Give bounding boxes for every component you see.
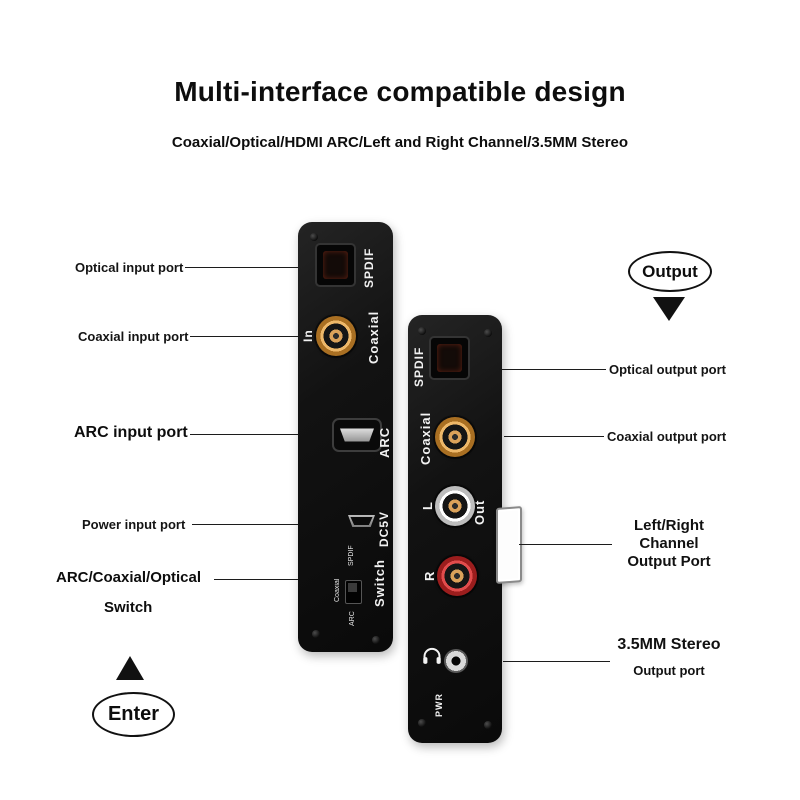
optical-output-port bbox=[429, 336, 470, 380]
switch-pos-spdif-label: SPDIF bbox=[348, 545, 355, 566]
input-panel: SPDIF In Coaxial ARC DC5V SPDIF Coaxial … bbox=[298, 222, 393, 652]
annotation-line-coaxial-input bbox=[190, 336, 298, 337]
in-label: In bbox=[301, 329, 315, 343]
label-stereo-title: 3.5MM Stereo bbox=[617, 636, 721, 653]
label-lr-line1: Left/Right bbox=[634, 517, 704, 534]
output-panel: SPDIF Coaxial L Out R PWR bbox=[408, 315, 502, 743]
headphone-icon bbox=[422, 646, 442, 670]
screw-icon bbox=[310, 233, 318, 241]
micro-usb-power-port-inner bbox=[350, 517, 373, 525]
label-lr-output: Left/Right Channel Output Port bbox=[612, 517, 726, 571]
enter-badge-label: Enter bbox=[107, 703, 160, 725]
annotation-line-power-input bbox=[192, 524, 298, 525]
coaxial-output-label: Coaxial bbox=[418, 411, 433, 465]
screw-icon bbox=[418, 719, 426, 727]
label-coaxial-input: Coaxial input port bbox=[78, 329, 189, 344]
headphone-jack bbox=[444, 649, 468, 673]
label-optical-output: Optical output port bbox=[609, 362, 726, 377]
pwr-label: PWR bbox=[434, 693, 444, 717]
label-lr-line2: Channel bbox=[639, 535, 699, 552]
label-arc-input: ARC input port bbox=[74, 424, 188, 441]
label-stereo-sub: Output port bbox=[633, 663, 705, 678]
annotation-line-optical-input bbox=[185, 267, 298, 268]
arc-label: ARC bbox=[377, 426, 392, 458]
screw-icon bbox=[484, 329, 492, 337]
optical-output-port-inner bbox=[437, 344, 462, 372]
label-power-input: Power input port bbox=[82, 517, 186, 532]
switch-pos-arc-label: ARC bbox=[349, 611, 356, 626]
enter-badge: Enter bbox=[92, 692, 175, 737]
label-lr-line3: Output Port bbox=[627, 553, 711, 570]
annotation-line-arc-input bbox=[190, 434, 298, 435]
output-badge-label: Output bbox=[642, 261, 698, 281]
mounting-clip bbox=[496, 506, 522, 584]
mode-switch-nub bbox=[348, 583, 357, 592]
mode-switch bbox=[345, 580, 362, 604]
coaxial-output-jack bbox=[435, 417, 475, 457]
hdmi-arc-port bbox=[332, 418, 382, 452]
page-subtitle: Coaxial/Optical/HDMI ARC/Left and Right … bbox=[171, 134, 629, 151]
coaxial-input-jack bbox=[316, 316, 356, 356]
label-coaxial-output: Coaxial output port bbox=[607, 429, 727, 444]
label-optical-input: Optical input port bbox=[75, 260, 184, 275]
arrow-up-icon bbox=[116, 656, 144, 680]
left-channel-jack bbox=[435, 486, 475, 526]
spdif-input-label: SPDIF bbox=[362, 247, 376, 289]
out-label: Out bbox=[472, 499, 487, 525]
switch-panel-label: Switch bbox=[372, 559, 387, 607]
micro-usb-power-port bbox=[348, 515, 375, 527]
right-channel-label: R bbox=[422, 570, 437, 582]
coaxial-input-label: Coaxial bbox=[366, 310, 381, 364]
arrow-down-icon bbox=[653, 297, 685, 321]
annotation-line-stereo-output bbox=[503, 661, 610, 662]
dc5v-label: DC5V bbox=[377, 511, 391, 548]
optical-input-port bbox=[315, 243, 356, 287]
screw-icon bbox=[312, 630, 320, 638]
screw-icon bbox=[484, 721, 492, 729]
hdmi-arc-slot bbox=[340, 428, 374, 442]
label-switch-line1: ARC/Coaxial/Optical bbox=[56, 569, 202, 586]
screw-icon bbox=[418, 327, 426, 335]
annotation-line-optical-output bbox=[502, 369, 606, 370]
annotation-line-coaxial-output bbox=[504, 436, 604, 437]
label-switch-line2: Switch bbox=[104, 599, 153, 616]
switch-pos-coaxial-label: Coaxial bbox=[334, 578, 341, 602]
optical-input-port-inner bbox=[323, 251, 348, 279]
screw-icon bbox=[372, 636, 380, 644]
page-title: Multi-interface compatible design bbox=[174, 76, 626, 107]
annotation-line-lr-output bbox=[519, 544, 612, 545]
left-channel-label: L bbox=[420, 501, 435, 511]
spdif-output-label: SPDIF bbox=[412, 346, 426, 388]
output-badge: Output bbox=[628, 251, 712, 292]
right-channel-jack bbox=[437, 556, 477, 596]
annotation-line-switch bbox=[214, 579, 300, 580]
